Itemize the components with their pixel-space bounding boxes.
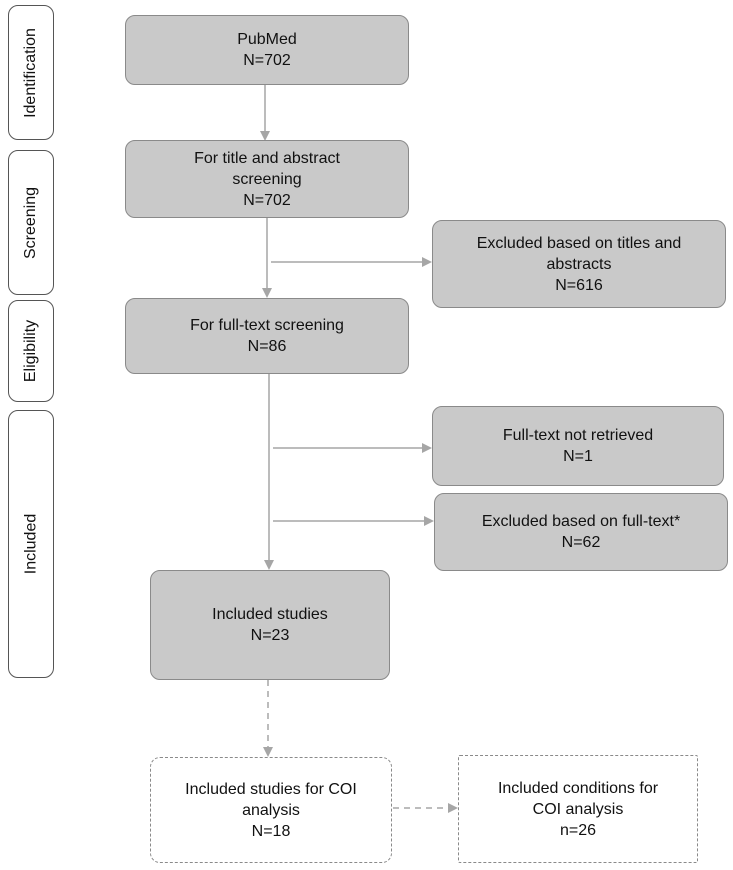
excluded-titles-count: N=616 (555, 276, 603, 294)
excluded-full-text-count: N=62 (561, 534, 601, 551)
full-text-label: For full-text screening (190, 317, 344, 334)
excluded-full-text-label: Excluded based on full-text* (481, 513, 681, 530)
coi-studies-box: Included studies for COI analysis N=18 (150, 757, 392, 863)
coi-conditions-label-line1: Included conditions for (497, 779, 659, 797)
coi-studies-label-line2: analysis (242, 801, 300, 819)
phase-screening: Screening (8, 150, 54, 295)
phase-included-label: Included (22, 513, 39, 575)
title-abstract-label-line1: For title and abstract (194, 149, 340, 167)
excluded-titles-abstracts-box: Excluded based on titles and abstracts N… (432, 220, 726, 308)
phase-identification-label: Identification (22, 27, 39, 118)
included-studies-label: Included studies (212, 606, 328, 623)
excluded-titles-label-line2: abstracts (546, 255, 612, 273)
pubmed-label: PubMed (237, 31, 297, 48)
full-text-screening-box: For full-text screening N=86 (125, 298, 409, 374)
coi-conditions-count: n=26 (559, 821, 597, 839)
excluded-full-text-box: Excluded based on full-text* N=62 (434, 493, 728, 571)
coi-studies-label-line1: Included studies for COI (185, 780, 357, 798)
title-abstract-screening-box: For title and abstract screening N=702 (125, 140, 409, 218)
full-text-not-retrieved-box: Full-text not retrieved N=1 (432, 406, 724, 486)
phase-screening-label: Screening (22, 186, 40, 259)
title-abstract-label-line2: screening (232, 170, 302, 188)
phase-included: Included (8, 410, 54, 678)
excluded-titles-label-line1: Excluded based on titles and (476, 234, 682, 252)
phase-eligibility: Eligibility (8, 300, 54, 402)
included-studies-box: Included studies N=23 (150, 570, 390, 680)
pubmed-count: N=702 (243, 52, 291, 69)
phase-identification: Identification (8, 5, 54, 140)
coi-conditions-box: Included conditions for COI analysis n=2… (458, 755, 698, 863)
not-retrieved-label: Full-text not retrieved (502, 427, 654, 444)
full-text-count: N=86 (247, 338, 287, 355)
included-studies-count: N=23 (250, 627, 290, 644)
pubmed-box: PubMed N=702 (125, 15, 409, 85)
title-abstract-count: N=702 (243, 191, 291, 209)
not-retrieved-count: N=1 (563, 448, 593, 465)
coi-conditions-label-line2: COI analysis (532, 800, 624, 818)
phase-eligibility-label: Eligibility (22, 319, 39, 383)
coi-studies-count: N=18 (251, 822, 291, 840)
